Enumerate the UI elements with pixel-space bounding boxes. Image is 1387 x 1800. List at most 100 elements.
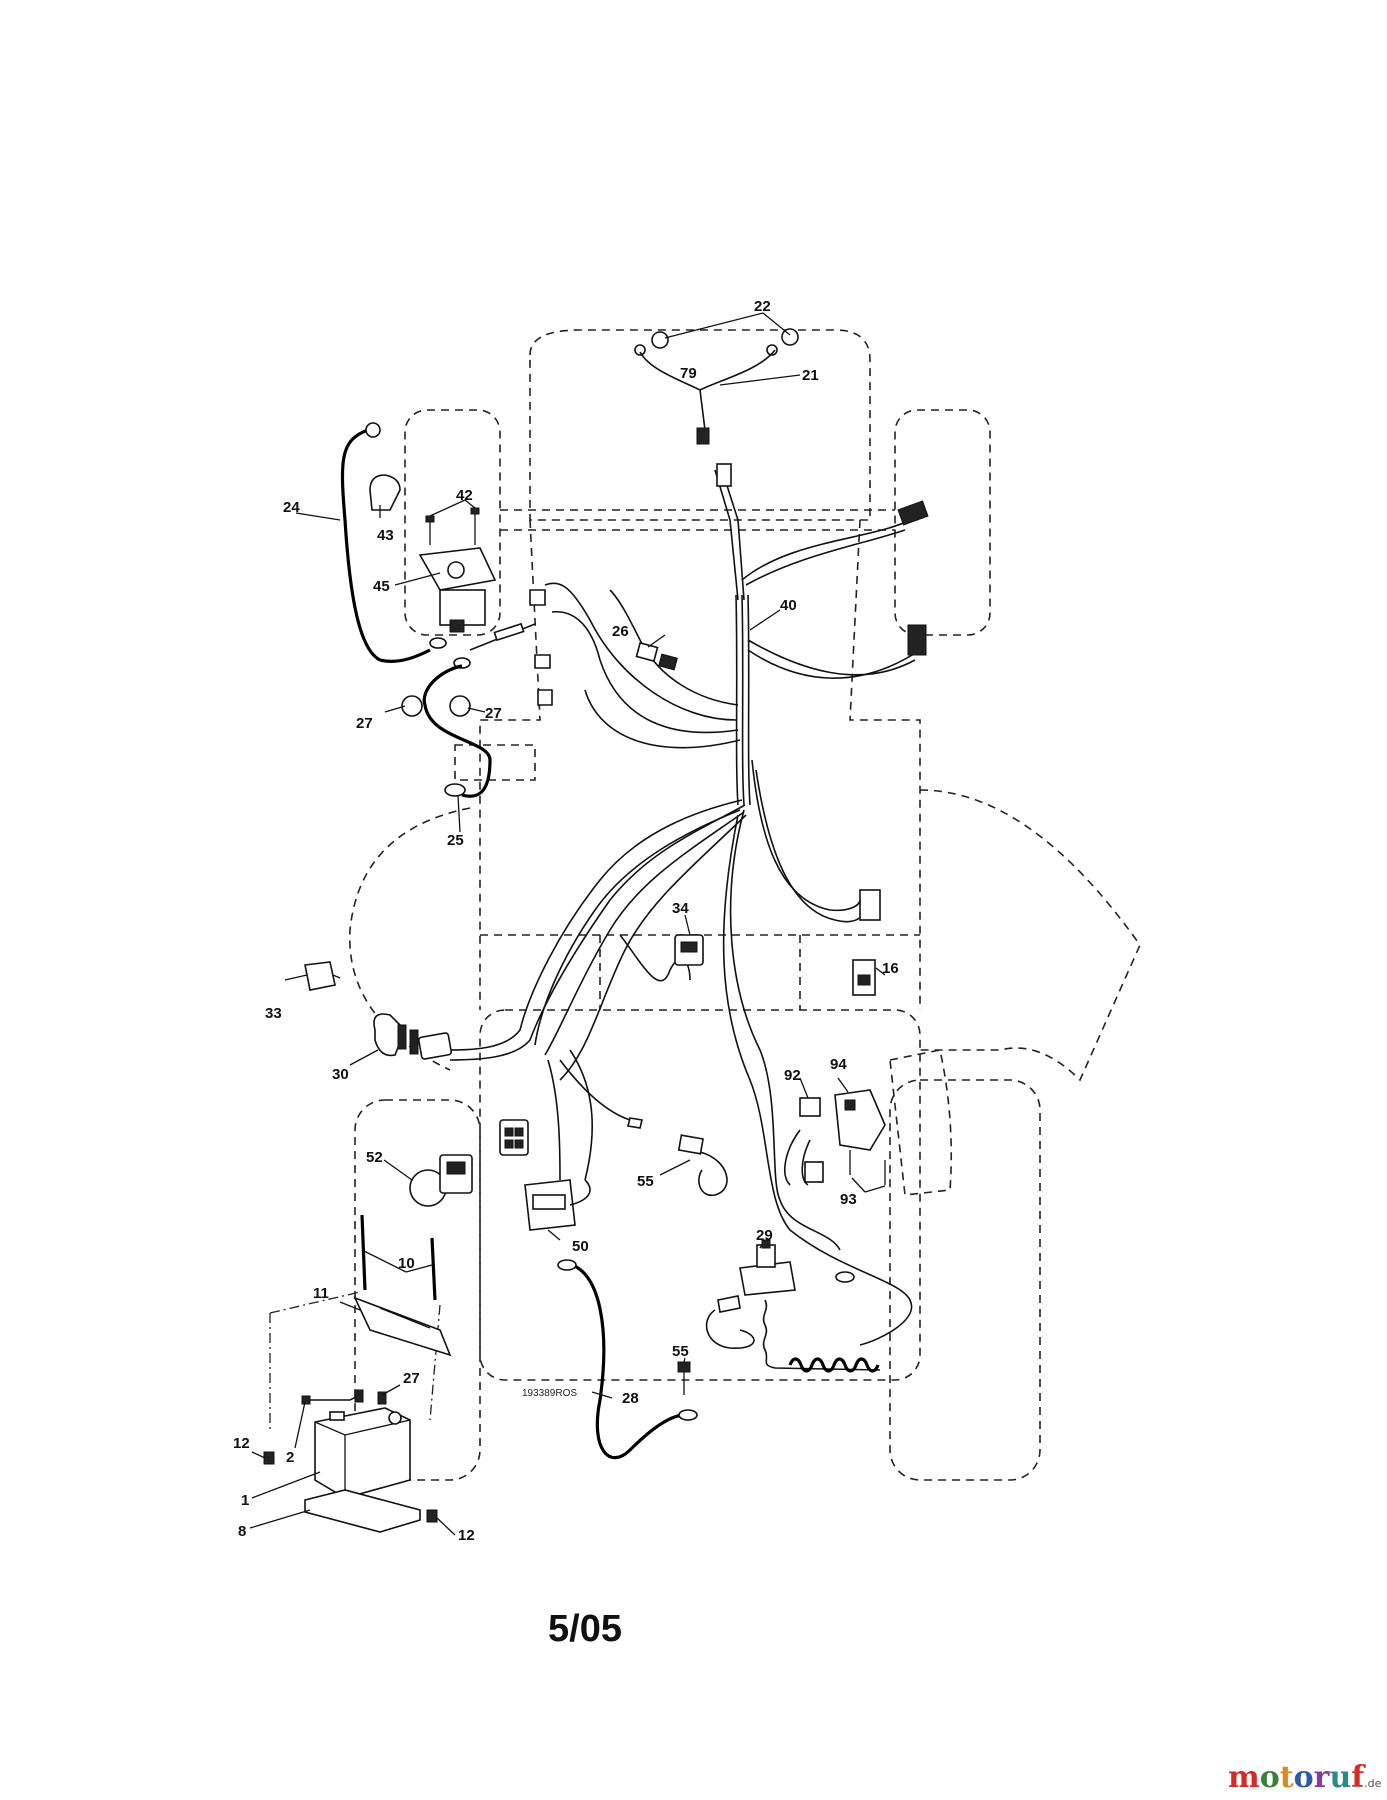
battery-holddown-11 [353, 1296, 452, 1357]
inline-fuse [493, 622, 525, 642]
callout-33: 33 [265, 1005, 282, 1022]
callout-94: 94 [830, 1056, 847, 1073]
harness-block-connector [499, 1119, 529, 1156]
callout-27-battery: 27 [403, 1370, 420, 1387]
callout-21: 21 [802, 367, 819, 384]
harness-coil-wrap [735, 594, 751, 806]
callout-55: 55 [672, 1343, 689, 1360]
connector-26b [658, 653, 678, 671]
cable-28-ring-top [557, 1259, 577, 1271]
right-plug-upper [897, 500, 929, 526]
headlight-harness [639, 349, 776, 441]
watermark-letter: o [1259, 1760, 1280, 1795]
screw-12-left [263, 1451, 275, 1465]
screw-41-right-head [470, 507, 480, 515]
cable-28-ring-bottom [678, 1409, 698, 1421]
battery-cable-24 [340, 428, 431, 663]
callout-2: 2 [286, 1449, 294, 1466]
holddown-slot [379, 1307, 431, 1329]
callout-11: 11 [313, 1285, 329, 1302]
spade-lug-a [627, 1117, 643, 1129]
block-pin-3 [504, 1139, 514, 1149]
rear-harness-loop [705, 1309, 755, 1349]
cable-25-ring [444, 783, 466, 797]
brake-switch-94 [834, 1089, 886, 1151]
callout-8: 8 [238, 1523, 246, 1540]
connector-52 [677, 1134, 704, 1155]
connector-52-loop [698, 1151, 728, 1196]
leader-lines [249, 312, 886, 1536]
bracket-lower [537, 689, 553, 706]
callout-28: 28 [622, 1390, 639, 1407]
callout-12-left: 12 [233, 1435, 250, 1452]
drawing-reference-number: 193389ROS [522, 1388, 578, 1399]
callout-50: 52 [366, 1149, 383, 1166]
block-pin-2 [514, 1127, 524, 1137]
headlight-bulbs [634, 328, 799, 356]
light-switch-50-rocker [446, 1161, 466, 1175]
callout-92: 92 [784, 1067, 801, 1084]
connector-16a [859, 889, 881, 921]
callout-40: 40 [780, 597, 797, 614]
watermark-letter: r [1313, 1760, 1330, 1795]
nut-27-left [401, 695, 423, 717]
callout-25: 25 [447, 832, 464, 849]
switch-34-rocker [680, 941, 698, 953]
watermark-logo: motoruf.de [1228, 1760, 1381, 1795]
bolt-55-head [677, 1361, 691, 1373]
callout-30: 30 [332, 1066, 349, 1083]
meter-lead [569, 1179, 591, 1206]
callout-24: 24 [283, 499, 300, 516]
callout-79: 79 [680, 365, 697, 382]
callout-12-right: 12 [458, 1527, 475, 1544]
harness-front-plug [716, 463, 732, 487]
screw-12-right [426, 1509, 438, 1523]
watermark-logo-tld: .de [1364, 1777, 1382, 1790]
nut-27-battery [354, 1389, 364, 1403]
block-pin-4 [514, 1139, 524, 1149]
watermark-letter: f [1351, 1760, 1365, 1795]
parts [263, 328, 929, 1533]
battery-lug-2 [301, 1395, 311, 1405]
bracket-upper [529, 589, 546, 606]
callout-22: 22 [754, 298, 771, 315]
block-pin-1 [504, 1127, 514, 1137]
ground-cable-28 [571, 1263, 686, 1460]
callout-1: 1 [241, 1492, 249, 1509]
tractor-outline [269, 329, 1141, 1481]
callout-43: 45 [373, 578, 390, 595]
callout-93: 93 [840, 1191, 857, 1208]
connector-16b-pin [857, 974, 871, 986]
right-plug-lower [907, 624, 927, 656]
ring-rear [835, 1271, 855, 1283]
callout-16: 16 [882, 960, 899, 977]
ground-cable-25 [422, 664, 492, 798]
solenoid-43 [418, 547, 497, 633]
coiled-cord [762, 1299, 881, 1371]
battery-tray-8 [304, 1489, 421, 1533]
watermark-logo-text: motoruf [1228, 1760, 1364, 1795]
watermark-letter: t [1279, 1760, 1294, 1795]
screw-41-left-head [425, 515, 435, 523]
coil-spring [788, 1357, 880, 1373]
relay-33-tab [332, 974, 341, 979]
pto-switch-29 [739, 1239, 796, 1296]
nut-27-right [449, 695, 471, 717]
hour-meter-45 [524, 1179, 576, 1231]
watermark-letter: m [1228, 1760, 1260, 1795]
callout-27-left: 27 [356, 715, 373, 732]
relay-33 [304, 961, 336, 991]
revision-date: 5/05 [548, 1608, 622, 1650]
callout-29: 29 [756, 1227, 773, 1244]
callout-45: 50 [572, 1238, 589, 1255]
terminal-boot-42 [369, 474, 401, 511]
watermark-letter: u [1329, 1760, 1352, 1795]
bolt-10-right [430, 1237, 437, 1301]
callout-10: 10 [398, 1255, 415, 1272]
plug-rear [717, 1295, 741, 1313]
cable-24-ring-top [365, 422, 381, 438]
terminal-ring-1 [429, 637, 447, 649]
interlock-plug [804, 1161, 824, 1183]
callout-34: 34 [672, 900, 689, 917]
